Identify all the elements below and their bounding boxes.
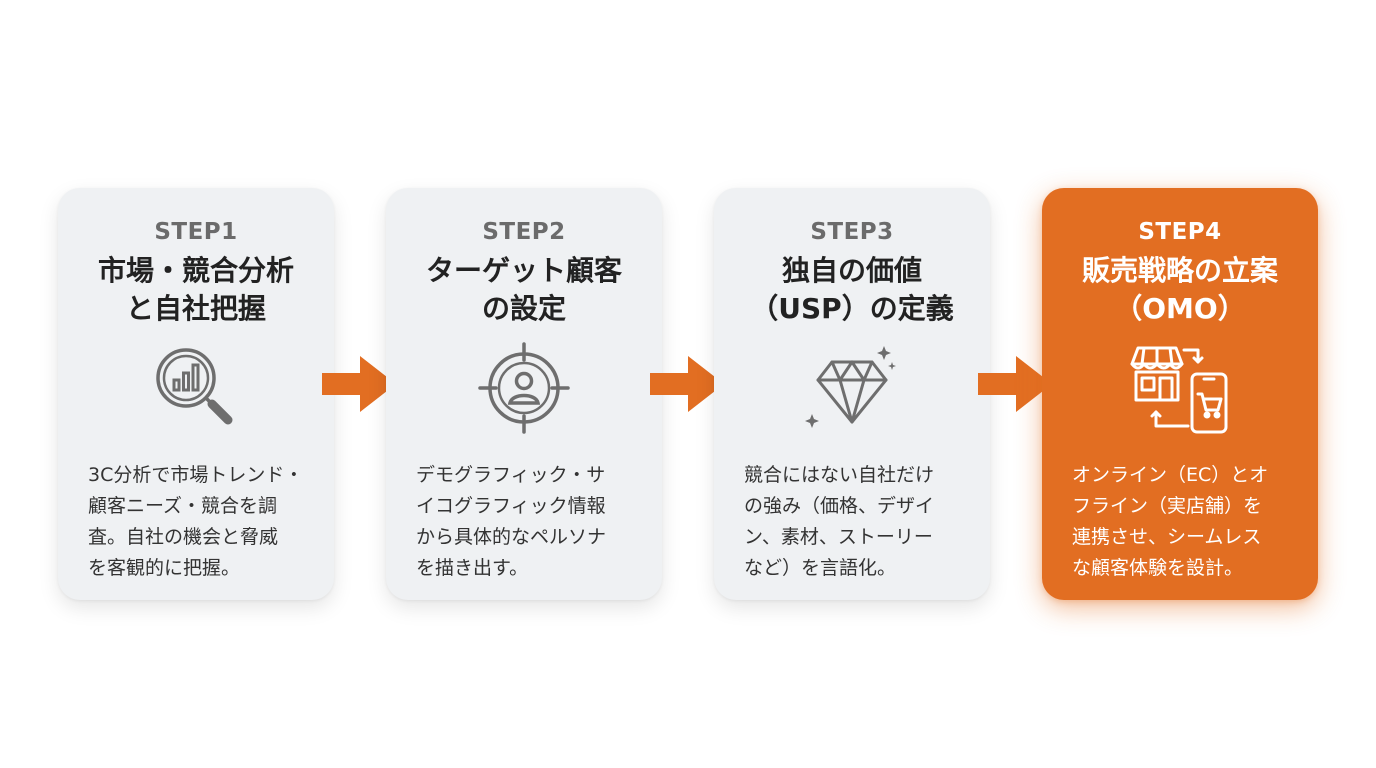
step-description: デモグラフィック・サ イコグラフィック情報 から具体的なペルソナ を描き出す。 [416,464,607,579]
step-title: 独自の価値 （USP）の定義 [750,254,954,325]
arrow-right-icon [978,356,1052,412]
step-title: 市場・競合分析 と自社把握 [97,254,294,325]
step-card-2: STEP2 ターゲット顧客 の設定 デモグラフィック・サ イコグラフィック情報 … [386,188,662,600]
step-description: オンライン（EC）とオ フライン（実店舗）を 連携させ、シームレス な顧客体験を… [1072,464,1269,579]
step-title: ターゲット顧客 の設定 [425,254,622,325]
step-card-1: STEP1 市場・競合分析 と自社把握 3C分析で市場トレンド・ 顧客ニーズ・競… [58,188,334,600]
step-card-4: STEP4 販売戦略の立案 （OMO） オンライン（EC）とオ フライン（実店舗 [1042,188,1318,600]
step-description: 競合にはない自社だけ の強み（価格、デザイ ン、素材、ストーリー など）を言語化… [744,464,935,579]
arrow-right-icon [322,356,396,412]
magnifier-chart-icon [156,348,233,425]
step-label: STEP1 [154,219,238,245]
step-label: STEP4 [1138,219,1222,245]
arrow-right-icon [650,356,724,412]
step-card-3: STEP3 独自の価値 （USP）の定義 競合にはない自社だけ の強み（価格、デ… [714,188,990,600]
step-label: STEP3 [810,219,894,245]
step-label: STEP2 [482,219,566,245]
step-description: 3C分析で市場トレンド・ 顧客ニーズ・競合を調 査。自社の機会と脅威 を客観的に… [88,464,304,579]
store-smartphone-icon [1130,346,1228,434]
step-title: 販売戦略の立案 （OMO） [1081,254,1278,325]
diamond-icon [805,346,896,428]
target-user-icon [478,342,570,434]
